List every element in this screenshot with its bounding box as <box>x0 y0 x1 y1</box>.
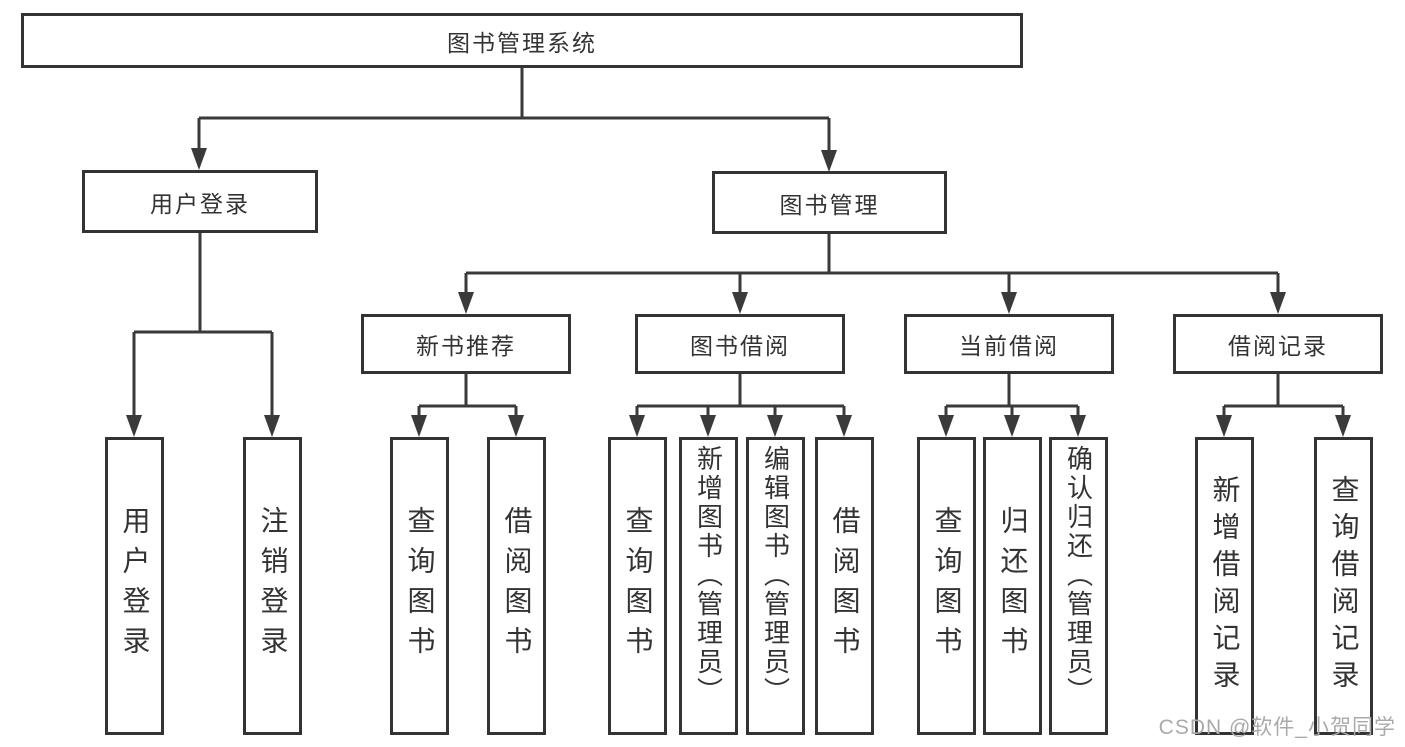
arrow-down-icon <box>1216 415 1232 437</box>
leaf-query-books-borrow: 查询图书 <box>608 437 667 735</box>
leaf-label: 借阅图书 <box>501 506 533 666</box>
arrow-down-icon <box>700 415 716 437</box>
leaf-confirm-return-admin: 确认归还（管理员） <box>1049 437 1108 735</box>
leaf-label: 新增借阅记录 <box>1209 475 1241 697</box>
arrow-down-icon <box>458 292 474 314</box>
leaf-label: 查询图书 <box>931 506 963 666</box>
leaf-borrow-books-recommend: 借阅图书 <box>487 437 546 735</box>
connector-records-to-leaves <box>1222 374 1345 419</box>
arrow-down-icon <box>938 415 954 437</box>
arrow-down-icon <box>411 415 427 437</box>
arrow-down-icon <box>1070 415 1086 437</box>
leaf-label: 查询图书 <box>404 506 436 666</box>
leaf-label: 用户登录 <box>119 506 151 666</box>
arrow-down-icon <box>1270 292 1286 314</box>
arrow-down-icon <box>629 415 645 437</box>
node-book-borrow: 图书借阅 <box>635 314 845 374</box>
connector-userlogin-to-leaves <box>132 233 274 419</box>
leaf-label: 查询借阅记录 <box>1328 475 1360 697</box>
arrow-down-icon <box>1001 292 1017 314</box>
leaf-query-borrow-record: 查询借阅记录 <box>1314 437 1373 735</box>
arrow-down-icon <box>508 415 524 437</box>
connector-newbook-to-leaves <box>417 374 518 419</box>
arrow-down-icon <box>821 150 837 172</box>
leaf-label: 确认归还（管理员） <box>1063 445 1094 706</box>
connector-root-to-level2 <box>197 68 831 154</box>
leaf-query-books-recommend: 查询图书 <box>390 437 449 735</box>
leaf-label: 归还图书 <box>997 506 1029 666</box>
arrow-down-icon <box>767 415 783 437</box>
node-new-book-recommend: 新书推荐 <box>361 314 571 374</box>
leaf-user-login: 用户登录 <box>105 437 164 735</box>
node-book-management: 图书管理 <box>712 171 947 234</box>
node-borrow-records: 借阅记录 <box>1173 314 1383 374</box>
arrow-down-icon <box>732 292 748 314</box>
leaf-label: 借阅图书 <box>829 506 861 666</box>
csdn-watermark: CSDN @软件_小贺同学 <box>1158 716 1396 739</box>
arrow-down-icon <box>191 148 207 170</box>
leaf-add-borrow-record: 新增借阅记录 <box>1195 437 1254 735</box>
leaf-return-books: 归还图书 <box>983 437 1042 735</box>
leaf-borrow-books: 借阅图书 <box>815 437 874 735</box>
arrow-down-icon <box>836 415 852 437</box>
arrow-down-icon <box>1335 415 1351 437</box>
leaf-logout: 注销登录 <box>243 437 302 735</box>
leaf-label: 注销登录 <box>257 506 289 666</box>
node-current-borrow: 当前借阅 <box>904 314 1114 374</box>
connector-strokes <box>132 68 1345 419</box>
leaf-query-books-current: 查询图书 <box>917 437 976 735</box>
leaf-label: 新增图书（管理员） <box>693 445 724 706</box>
arrow-down-icon <box>264 415 280 437</box>
connector-bookmgmt-to-level3 <box>464 234 1280 296</box>
leaf-label: 编辑图书（管理员） <box>760 445 791 706</box>
connector-bookborrow-to-leaves <box>635 374 846 419</box>
arrowheads <box>126 148 1351 437</box>
node-root-library-system: 图书管理系统 <box>21 13 1023 68</box>
connector-currentborrow-to-leaves <box>944 374 1080 419</box>
node-user-login: 用户登录 <box>82 170 318 233</box>
leaf-edit-books-admin: 编辑图书（管理员） <box>746 437 805 735</box>
arrow-down-icon <box>126 415 142 437</box>
leaf-add-books-admin: 新增图书（管理员） <box>679 437 738 735</box>
arrow-down-icon <box>1004 415 1020 437</box>
leaf-label: 查询图书 <box>622 506 654 666</box>
